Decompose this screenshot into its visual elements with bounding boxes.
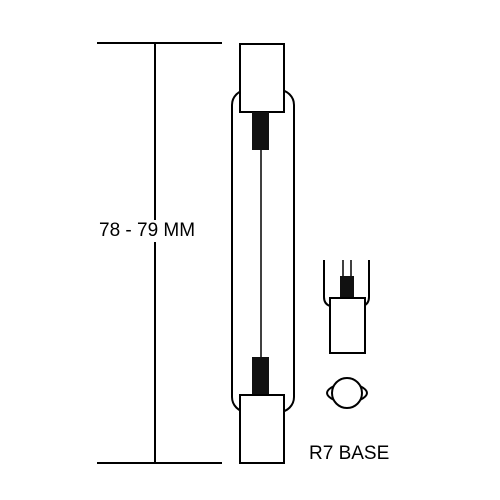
bottom-seal [252, 357, 269, 395]
bottom-end-cap [239, 394, 285, 464]
top-end-cap [239, 43, 285, 113]
base-label: R7 BASE [309, 443, 390, 464]
r7-base-end-view [326, 377, 368, 409]
base-seal [340, 276, 354, 298]
dimension-label: 78 - 79 MM [97, 220, 198, 242]
r7-base-side-view [323, 260, 370, 354]
top-seal [252, 112, 269, 150]
base-cap [329, 297, 366, 354]
